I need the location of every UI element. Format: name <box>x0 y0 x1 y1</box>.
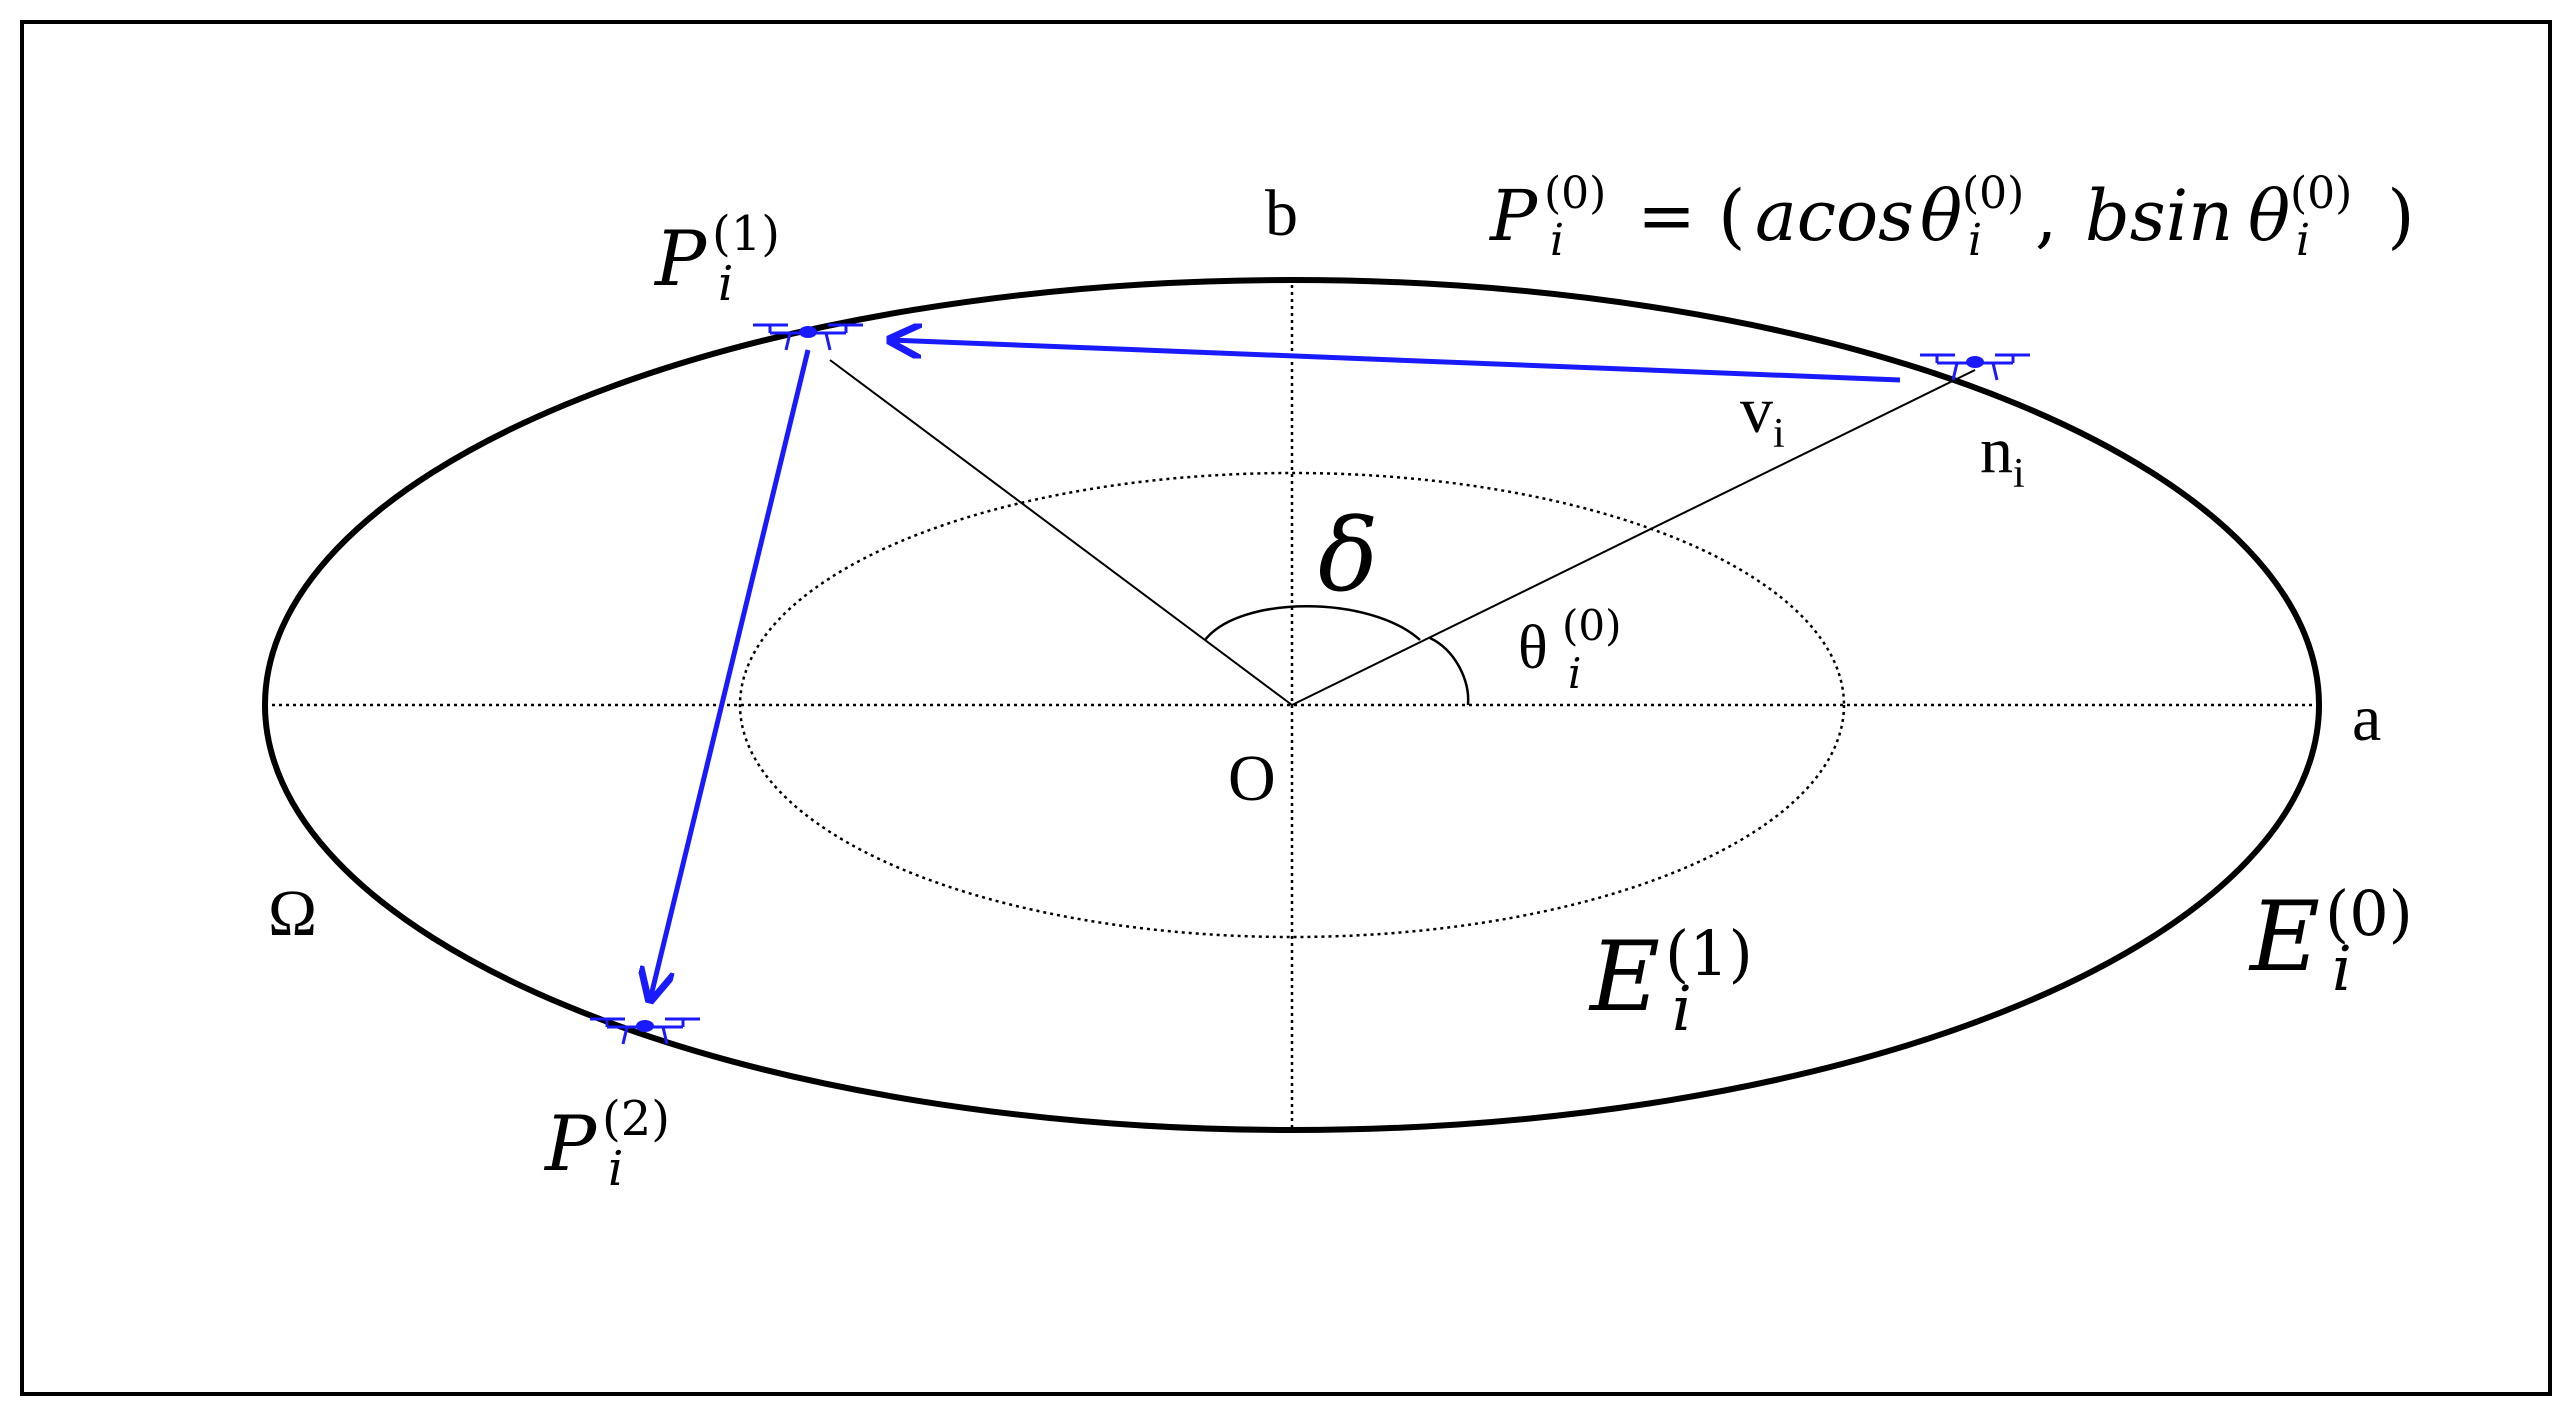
label-theta-sub: i <box>1568 649 1581 698</box>
figure-frame <box>20 20 2552 1396</box>
velocity-arrow <box>890 340 1901 383</box>
label-e0-sup: (0) <box>2325 877 2413 950</box>
label-omega: Ω <box>268 877 317 950</box>
label-theta-sup: (0) <box>1562 601 1622 650</box>
label-e1: E <box>1588 921 1660 1033</box>
radius-to-p1 <box>829 359 1293 706</box>
label-p2-sub: i <box>608 1141 623 1197</box>
drone-icon-p1 <box>753 323 863 351</box>
label-e0: E <box>2248 881 2320 993</box>
formula-acos: acos <box>1755 175 1914 257</box>
delta-arc <box>1204 605 1421 641</box>
label-b: b <box>1265 177 1298 250</box>
formula-theta2-sub: i <box>2296 215 2310 266</box>
formula-theta1-sub: i <box>1968 215 1982 266</box>
label-delta: δ <box>1318 497 1378 614</box>
label-p1-sub: i <box>718 256 733 312</box>
label-a: a <box>2352 682 2381 755</box>
formula-theta2-sup: (0) <box>2290 168 2352 219</box>
label-p1-sup: (1) <box>712 206 780 262</box>
theta-arc <box>1429 636 1470 706</box>
drone-icon-p0 <box>1920 353 2030 381</box>
formula-eq: = ( <box>1615 175 1745 257</box>
inner-ellipse <box>738 471 1846 939</box>
label-theta: θ <box>1518 614 1548 682</box>
label-e0-sub: i <box>2332 932 2352 1005</box>
drone-icon-p2 <box>590 1017 700 1045</box>
formula-close: ) <box>2365 175 2415 257</box>
label-p2-sup: (2) <box>602 1091 670 1147</box>
formula-theta1-sup: (0) <box>1962 168 2024 219</box>
outer-ellipse <box>262 277 2322 1133</box>
formula-theta2: θ <box>2248 175 2290 257</box>
trajectory-arrow <box>650 349 811 1000</box>
label-e1-sub: i <box>1672 972 1692 1045</box>
formula-p-sup: (0) <box>1544 168 1606 219</box>
label-e1-sup: (1) <box>1665 917 1753 990</box>
label-p1: P <box>653 214 708 303</box>
formula-theta1: θ <box>1920 175 1962 257</box>
radius-to-p0 <box>1291 369 1976 706</box>
label-origin: O <box>1228 742 1276 815</box>
formula-p: P <box>1488 175 1539 257</box>
label-p2: P <box>543 1099 598 1188</box>
formula-p-sub: i <box>1550 215 1564 266</box>
formula-bsin: bsin <box>2085 175 2233 257</box>
formula-comma: , <box>2035 175 2080 257</box>
parametric-formula: P (0) i = ( acos θ (0) i , bsin θ (0) i … <box>1488 168 2415 266</box>
label-normal: ni <box>1980 414 2025 497</box>
label-velocity: vi <box>1740 374 1785 457</box>
